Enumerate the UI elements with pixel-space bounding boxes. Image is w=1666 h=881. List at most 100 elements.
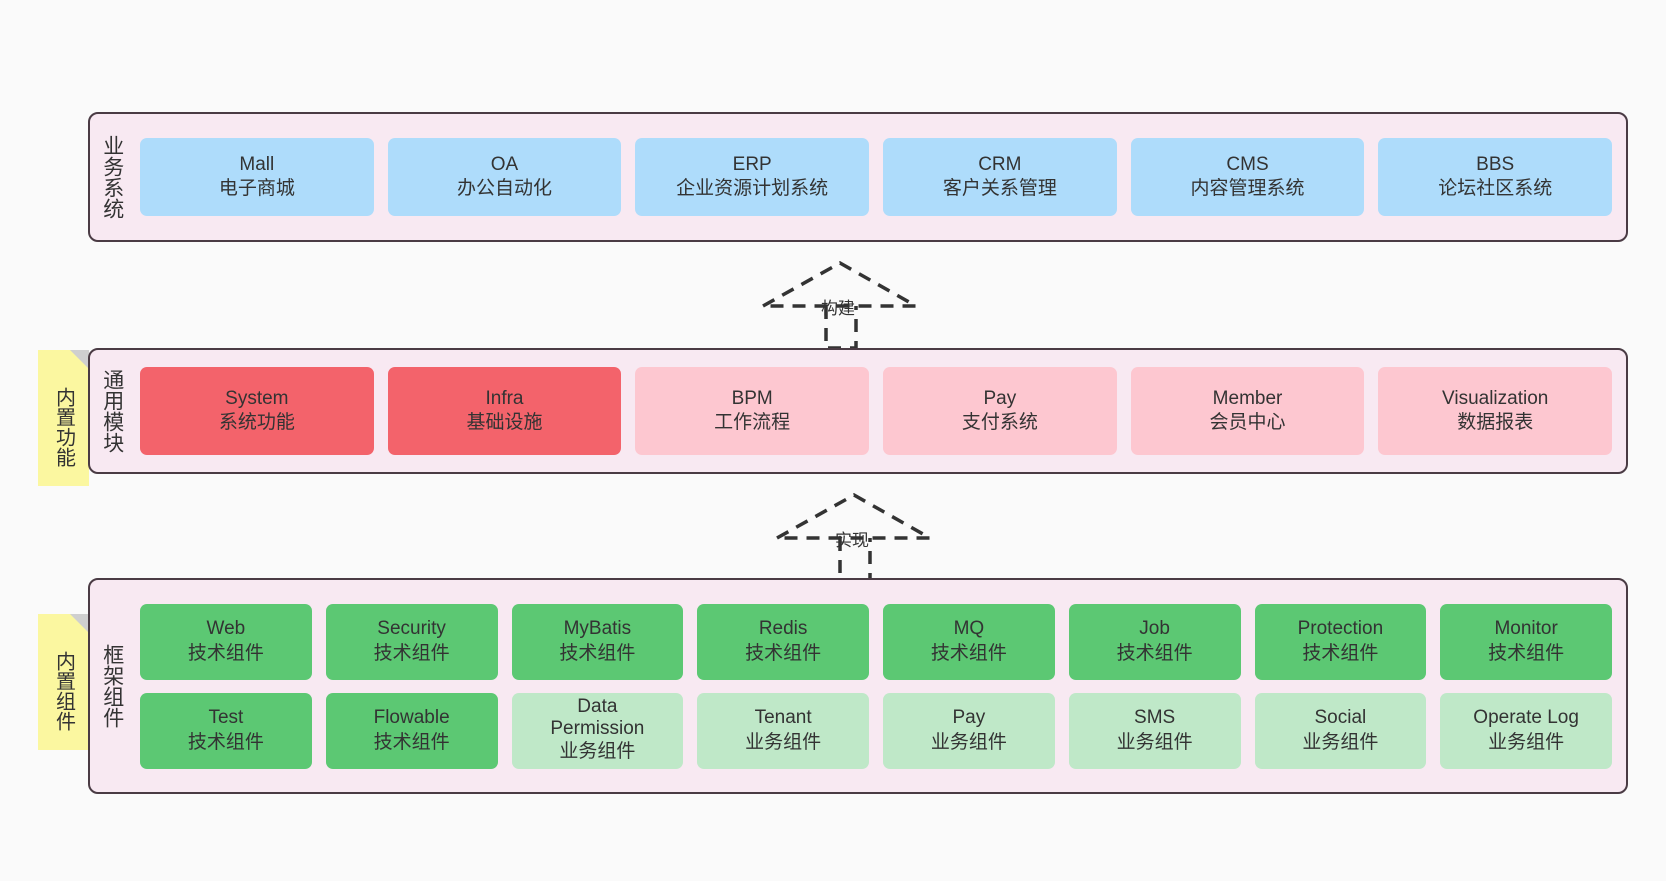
card-mybatis[interactable]: MyBatis 技术组件 (511, 603, 684, 680)
card-web[interactable]: Web 技术组件 (140, 603, 312, 680)
connector-implement-label: 实现 (835, 531, 869, 550)
note-label: 内置功能 (52, 387, 75, 467)
card-tenant[interactable]: Tenant 业务组件 (697, 692, 869, 769)
card-sms[interactable]: SMS 业务组件 (1068, 692, 1241, 769)
card-erp[interactable]: ERP 企业资源计划系统 (635, 138, 870, 216)
card-title: Pay (952, 707, 986, 729)
card-title: OA (490, 153, 519, 175)
card-subtitle: 技术组件 (1302, 642, 1379, 664)
card-data-permission[interactable]: Data Permission 业务组件 (511, 692, 684, 769)
card-title: System (225, 387, 289, 409)
card-title: Security (377, 618, 446, 640)
card-mq[interactable]: MQ 技术组件 (883, 603, 1055, 680)
card-title: MyBatis (563, 618, 632, 640)
card-social[interactable]: Social 业务组件 (1254, 692, 1427, 769)
card-subtitle: 会员中心 (1209, 412, 1286, 433)
card-title: Protection (1297, 618, 1384, 640)
layer-common-modules: 通用模块 System 系统功能 Infra 基础设施 BPM 工作流程 Pay… (88, 348, 1628, 474)
card-subtitle: 技术组件 (1488, 642, 1565, 664)
card-subtitle: 系统功能 (218, 412, 295, 433)
layer-body-business-systems: Mall 电子商城 OA 办公自动化 ERP 企业资源计划系统 CRM 客户关系… (134, 114, 1626, 240)
card-crm[interactable]: CRM 客户关系管理 (883, 138, 1117, 216)
card-operate-log[interactable]: Operate Log 业务组件 (1440, 692, 1612, 769)
card-subtitle: 技术组件 (930, 642, 1007, 664)
layer-title-common-modules: 通用模块 (100, 369, 124, 453)
card-subtitle: 客户关系管理 (942, 178, 1057, 199)
card-subtitle: 企业资源计划系统 (676, 178, 829, 199)
note-label: 内置组件 (52, 651, 75, 731)
card-title: Social (1314, 707, 1367, 729)
layer-body-framework-components: Web 技术组件 Security 技术组件 MyBatis 技术组件 Redi… (134, 580, 1626, 792)
card-subtitle: 技术组件 (559, 642, 636, 664)
card-subtitle: 工作流程 (714, 412, 791, 433)
card-subtitle: 基础设施 (466, 412, 543, 433)
layer-title-business-systems: 业务系统 (100, 135, 124, 219)
card-subtitle: 论坛社区系统 (1438, 178, 1553, 199)
card-subtitle: 数据报表 (1457, 412, 1534, 433)
card-subtitle: 技术组件 (187, 731, 264, 753)
card-subtitle: 技术组件 (745, 642, 822, 664)
note-builtin-features: 内置功能 (38, 350, 89, 486)
card-title: Pay (983, 387, 1017, 409)
card-monitor[interactable]: Monitor 技术组件 (1440, 603, 1612, 680)
card-subtitle: 技术组件 (373, 642, 450, 664)
card-subtitle: 业务组件 (1116, 731, 1193, 753)
card-flowable[interactable]: Flowable 技术组件 (325, 692, 498, 769)
card-subtitle: 技术组件 (373, 731, 450, 753)
card-mall[interactable]: Mall 电子商城 (140, 138, 374, 216)
connector-build-label: 构建 (821, 299, 855, 318)
card-subtitle: 技术组件 (1116, 642, 1193, 664)
card-title: Tenant (754, 707, 812, 729)
card-member[interactable]: Member 会员中心 (1130, 367, 1365, 455)
note-builtin-components: 内置组件 (38, 614, 89, 750)
card-subtitle: 办公自动化 (457, 178, 553, 199)
card-title: Data Permission (550, 696, 645, 740)
card-row: Mall 电子商城 OA 办公自动化 ERP 企业资源计划系统 CRM 客户关系… (140, 138, 1613, 216)
card-subtitle: 业务组件 (1488, 731, 1565, 753)
card-title: Member (1212, 387, 1283, 409)
card-title: Mall (239, 153, 275, 175)
card-title: BPM (731, 387, 773, 409)
card-title: CMS (1226, 153, 1269, 175)
card-title: Redis (758, 618, 808, 640)
card-title: Job (1139, 618, 1170, 640)
card-system[interactable]: System 系统功能 (140, 367, 374, 455)
card-row: System 系统功能 Infra 基础设施 BPM 工作流程 Pay 支付系统… (140, 367, 1613, 455)
card-visualization[interactable]: Visualization 数据报表 (1378, 367, 1613, 455)
card-subtitle: 业务组件 (745, 731, 822, 753)
connector-implement: 实现 (770, 490, 937, 582)
card-title: Visualization (1442, 387, 1549, 409)
card-subtitle: 内容管理系统 (1190, 178, 1305, 199)
card-redis[interactable]: Redis 技术组件 (697, 603, 869, 680)
connector-build: 构建 (756, 258, 923, 350)
card-title: Infra (485, 387, 524, 409)
card-infra[interactable]: Infra 基础设施 (387, 367, 622, 455)
layer-business-systems: 业务系统 Mall 电子商城 OA 办公自动化 ERP 企业资源计划系统 CRM… (88, 112, 1628, 242)
card-title: ERP (732, 153, 772, 175)
card-subtitle: 业务组件 (1302, 731, 1379, 753)
card-title: MQ (953, 618, 985, 640)
card-protection[interactable]: Protection 技术组件 (1254, 603, 1427, 680)
card-job[interactable]: Job 技术组件 (1068, 603, 1241, 680)
card-pay[interactable]: Pay 支付系统 (883, 367, 1117, 455)
card-security[interactable]: Security 技术组件 (325, 603, 498, 680)
layer-body-common-modules: System 系统功能 Infra 基础设施 BPM 工作流程 Pay 支付系统… (134, 350, 1626, 472)
card-oa[interactable]: OA 办公自动化 (387, 138, 622, 216)
card-row: Web 技术组件 Security 技术组件 MyBatis 技术组件 Redi… (140, 603, 1612, 680)
card-subtitle: 业务组件 (930, 731, 1007, 753)
layer-title-framework-components: 框架组件 (100, 644, 124, 728)
card-row: Test 技术组件 Flowable 技术组件 Data Permission … (140, 692, 1612, 769)
card-test[interactable]: Test 技术组件 (140, 692, 312, 769)
card-title: Web (206, 618, 246, 640)
note-fold-corner-icon (70, 350, 89, 369)
card-pay-component[interactable]: Pay 业务组件 (883, 692, 1055, 769)
card-cms[interactable]: CMS 内容管理系统 (1130, 138, 1365, 216)
card-bpm[interactable]: BPM 工作流程 (635, 367, 870, 455)
card-bbs[interactable]: BBS 论坛社区系统 (1378, 138, 1613, 216)
layer-framework-components: 框架组件 Web 技术组件 Security 技术组件 MyBatis 技术组件… (88, 578, 1628, 794)
card-title: Monitor (1494, 618, 1558, 640)
card-subtitle: 支付系统 (961, 412, 1038, 433)
card-subtitle: 业务组件 (559, 741, 636, 763)
card-title: Operate Log (1473, 707, 1579, 729)
